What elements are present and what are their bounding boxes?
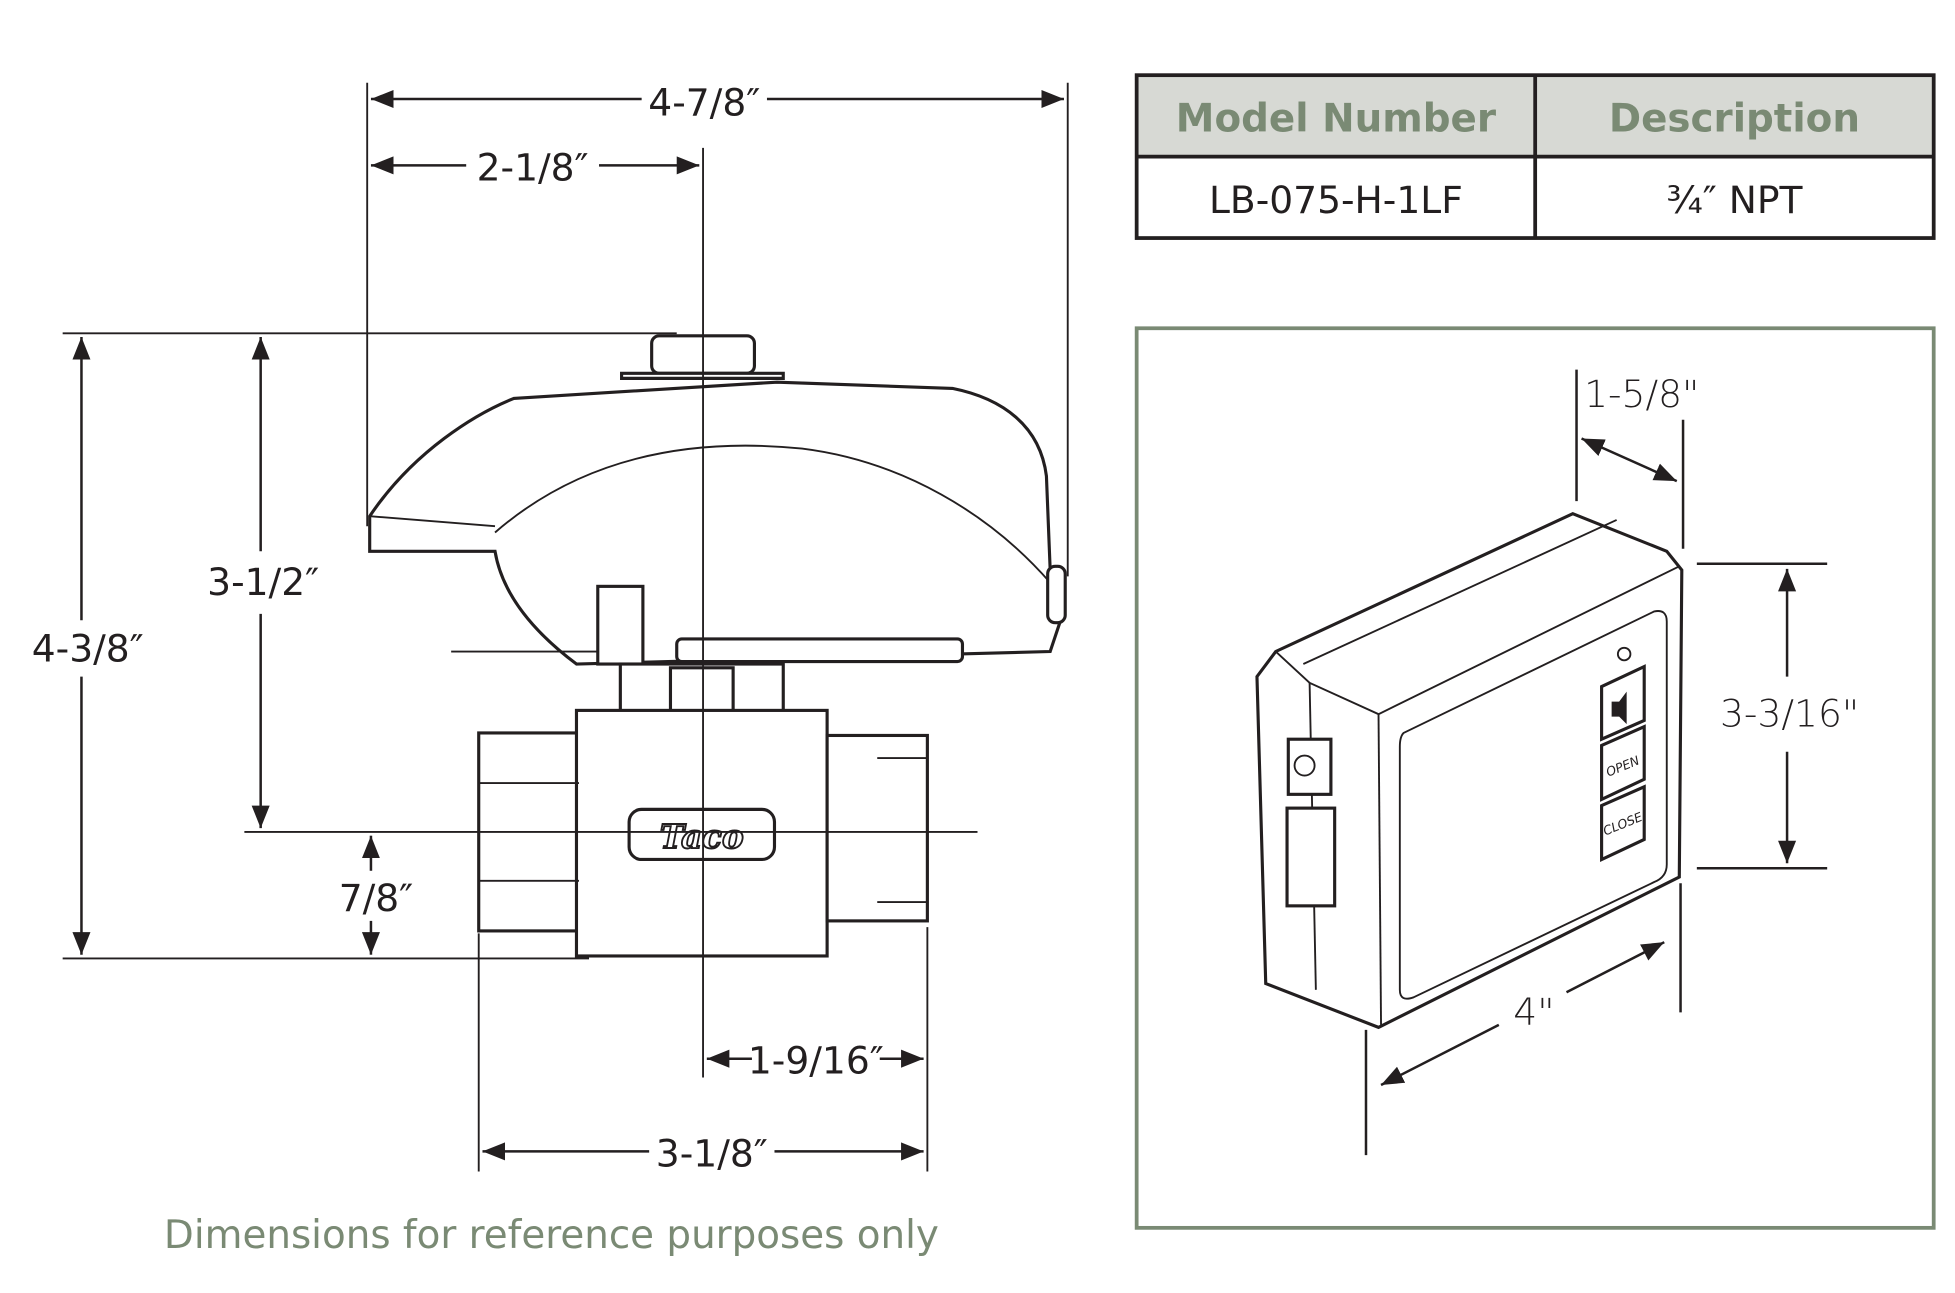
controller-panel: OPEN CLOSE 1-5/8" 3-3/16" 4" — [1134, 326, 1936, 1230]
reference-note: Dimensions for reference purposes only — [164, 1213, 939, 1258]
dim-depth: 1-5/8" — [1584, 372, 1699, 416]
close-button — [1600, 784, 1646, 862]
valve-drawing: Taco 4-7/8″ 2-1/8″ 3-1/2″ 4-3/8″ 7/8″ 1-… — [32, 80, 1069, 1175]
taco-logo: Taco — [660, 817, 744, 856]
header-description: Description — [1609, 97, 1860, 142]
dim-actuator-height: 3-1/2″ — [207, 560, 319, 604]
mute-icon — [1611, 691, 1627, 725]
dim-overall-width: 4-7/8″ — [648, 80, 760, 124]
dim-half-width: 2-1/8″ — [477, 145, 589, 189]
dim-body-length: 3-1/8″ — [656, 1131, 768, 1175]
dim-overall-height: 4-3/8″ — [32, 627, 144, 671]
cell-description: ¾″ NPT — [1666, 178, 1803, 222]
dim-width: 4" — [1513, 990, 1554, 1034]
dim-height: 3-3/16" — [1720, 692, 1859, 736]
open-button — [1600, 724, 1646, 802]
model-table: Model Number Description LB-075-H-1LF ¾″… — [1134, 73, 1936, 240]
cell-model-number: LB-075-H-1LF — [1209, 178, 1463, 222]
dim-below-center: 7/8″ — [339, 876, 414, 920]
dim-half-body: 1-9/16″ — [748, 1039, 884, 1083]
header-model-number: Model Number — [1176, 97, 1497, 142]
